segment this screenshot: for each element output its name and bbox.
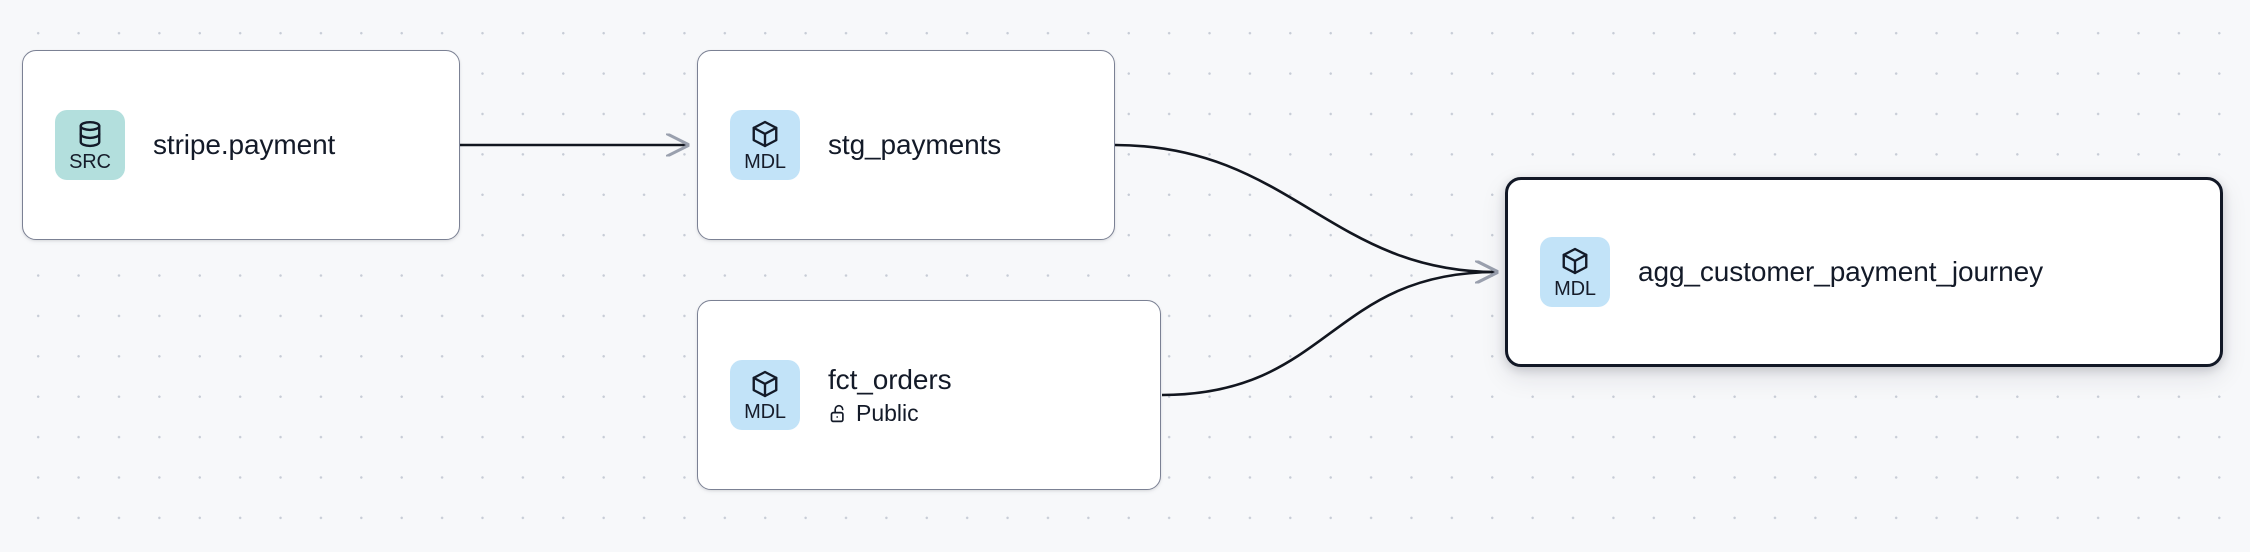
node-visibility-label: Public [856,399,919,426]
node-type-badge-label: MDL [1554,277,1596,300]
node-title: fct_orders [828,363,952,395]
node-visibility: Public [828,400,952,428]
lineage-node-stg-payments[interactable]: MDL stg_payments [697,50,1115,240]
node-title: agg_customer_payment_journey [1638,256,2044,288]
node-body: stg_payments [828,128,1001,161]
node-type-badge-src: SRC [55,110,125,180]
lineage-node-agg-customer-payment-journey[interactable]: MDL agg_customer_payment_journey [1505,177,2223,367]
edge-stg-payments-to-agg-customer-payment-journey [1114,143,1496,272]
cube-icon [750,369,780,399]
cube-icon [750,119,780,149]
database-icon [75,119,105,149]
node-type-badge-mdl: MDL [730,360,800,430]
node-body: stripe.payment [153,128,335,161]
node-type-badge-label: SRC [69,150,111,173]
node-type-badge-mdl: MDL [1540,237,1610,307]
node-body: fct_orders Public [828,363,952,428]
edge-fct-orders-to-agg-customer-payment-journey [1161,272,1496,397]
node-title: stripe.payment [153,129,336,161]
node-type-badge-mdl: MDL [730,110,800,180]
lineage-node-stripe-payment[interactable]: SRC stripe.payment [22,50,460,240]
cube-icon [1560,246,1590,276]
node-title: stg_payments [828,129,1002,161]
node-body: agg_customer_payment_journey [1638,255,2043,288]
lineage-node-fct-orders[interactable]: MDL fct_orders Public [697,300,1161,490]
unlock-icon [828,403,849,424]
node-type-badge-label: MDL [744,150,786,173]
node-type-badge-label: MDL [744,400,786,423]
